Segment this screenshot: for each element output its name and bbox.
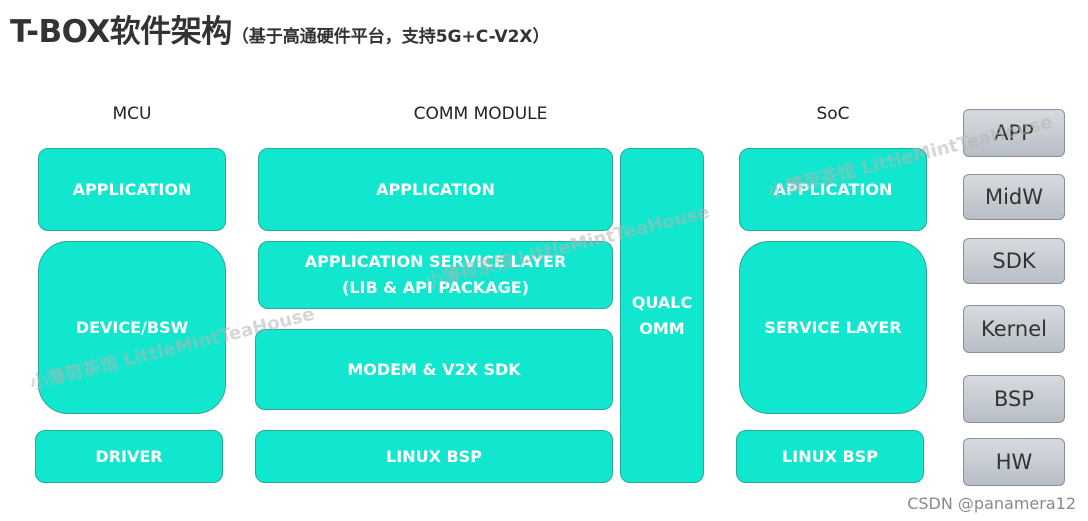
layer-midw-box: MidW (963, 174, 1065, 220)
mcu-device-bsw-label: DEVICE/BSW (75, 317, 189, 337)
layer-kernel-label: Kernel (981, 317, 1047, 341)
footer-credit: CSDN @panamera12 (907, 494, 1076, 513)
soc-service-layer-block: SERVICE LAYER (739, 241, 927, 414)
layer-hw-label: HW (995, 450, 1033, 474)
soc-service-layer-label: SERVICE LAYER (764, 317, 902, 337)
comm-service-layer-sublabel: (LIB & API PACKAGE) (342, 278, 529, 297)
comm-service-layer-block: APPLICATION SERVICE LAYER (LIB & API PAC… (258, 241, 613, 309)
comm-qualcomm-block: QUALC OMM (620, 148, 704, 483)
comm-qualcomm-label-line1: QUALC (631, 292, 693, 312)
layer-sdk-label: SDK (992, 249, 1036, 273)
comm-application-label: APPLICATION (376, 179, 495, 199)
comm-application-block: APPLICATION (258, 148, 613, 231)
layer-app-box: APP (963, 109, 1065, 157)
mcu-application-label: APPLICATION (72, 179, 192, 199)
layer-kernel-box: Kernel (963, 305, 1065, 353)
layer-bsp-box: BSP (963, 375, 1065, 423)
comm-linux-bsp-label: LINUX BSP (386, 446, 482, 466)
title-main: T-BOX软件架构 (10, 14, 232, 50)
layer-midw-label: MidW (984, 185, 1044, 209)
comm-service-layer-label: APPLICATION SERVICE LAYER (304, 252, 567, 272)
column-label-mcu: MCU (112, 104, 152, 124)
diagram-title: T-BOX软件架构（基于高通硬件平台，支持5G+C-V2X） (10, 6, 550, 51)
soc-linux-bsp-block: LINUX BSP (736, 430, 924, 483)
mcu-device-bsw-block: DEVICE/BSW (38, 241, 226, 414)
comm-linux-bsp-block: LINUX BSP (255, 430, 613, 483)
title-subtitle: （基于高通硬件平台，支持5G+C-V2X） (231, 27, 550, 47)
column-label-soc: SoC (816, 104, 850, 124)
soc-application-block: APPLICATION (739, 148, 927, 231)
comm-modem-sdk-block: MODEM & V2X SDK (255, 329, 613, 410)
mcu-application-block: APPLICATION (38, 148, 226, 231)
soc-linux-bsp-label: LINUX BSP (782, 446, 878, 466)
layer-hw-box: HW (963, 438, 1065, 486)
mcu-driver-block: DRIVER (35, 430, 223, 483)
comm-qualcomm-label-line2: OMM (639, 318, 685, 338)
column-label-comm-module: COMM MODULE (413, 104, 548, 124)
layer-sdk-box: SDK (963, 238, 1065, 284)
layer-app-label: APP (994, 121, 1034, 145)
mcu-driver-label: DRIVER (95, 446, 163, 466)
layer-bsp-label: BSP (993, 387, 1035, 411)
soc-application-label: APPLICATION (773, 179, 893, 199)
comm-modem-sdk-label: MODEM & V2X SDK (347, 359, 521, 379)
